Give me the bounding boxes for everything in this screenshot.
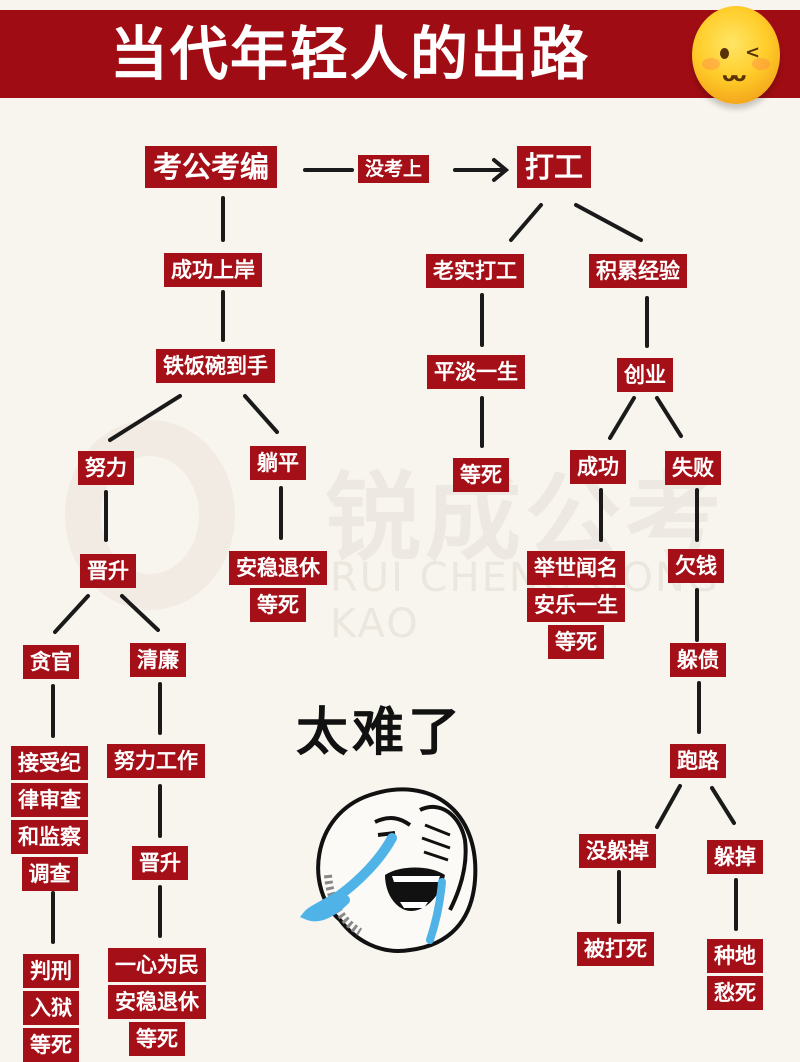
node-promotion-2: 晋升 [132, 846, 188, 880]
edge-label-failed-exam: 没考上 [358, 155, 430, 183]
watermark-subtext: RUI CHENG GONG KAO [330, 555, 720, 647]
node-root-civil-exam: 考公考编 [145, 146, 278, 188]
node-gain-experience: 积累经验 [589, 254, 687, 288]
node-work-diligently: 努力工作 [107, 744, 205, 778]
node-promotion: 晋升 [80, 554, 136, 588]
node-run-away: 跑路 [670, 744, 726, 778]
node-stable-retire: 安稳退休 [229, 551, 327, 585]
node-lie-flat: 躺平 [250, 446, 306, 480]
node-investigation-line3: 和监察 [11, 820, 88, 854]
node-investigation-line2: 律审查 [11, 783, 88, 817]
node-imprisoned: 入狱 [23, 991, 79, 1025]
node-success: 成功 [570, 450, 626, 484]
node-work-hard: 努力 [78, 451, 134, 485]
corrupt-investigation: 接受纪 律审查 和监察 调查 [11, 746, 88, 891]
node-comfortable-life: 安乐一生 [527, 588, 625, 622]
node-pass-exam: 成功上岸 [164, 253, 262, 287]
node-investigation-line4: 调查 [21, 857, 78, 891]
node-not-escaped: 没躲掉 [579, 834, 656, 868]
wink-emoji-icon: <ᴗᴗ [692, 6, 780, 104]
meme-caption: 太难了 [296, 703, 465, 763]
node-work: 打工 [517, 146, 592, 188]
node-corrupt-official: 贪官 [23, 645, 79, 679]
node-honest-official: 清廉 [130, 643, 186, 677]
node-failure: 失败 [665, 451, 721, 485]
crying-laughing-meme-icon [300, 787, 478, 953]
page-title: 当代年轻人的出路 [109, 20, 590, 88]
node-wait-die: 等死 [453, 458, 509, 492]
node-hide-from-debt: 躲债 [670, 643, 726, 677]
node-wait-die: 等死 [129, 1022, 185, 1056]
node-plain-life: 平淡一生 [427, 355, 525, 389]
node-honest-job: 老实打工 [426, 254, 524, 288]
watermark-text: 锐成公考 [325, 461, 725, 574]
node-startup: 创业 [617, 358, 673, 392]
node-serve-people: 一心为民 [108, 948, 206, 982]
escaped-outcome: 种地 愁死 [707, 939, 763, 1010]
node-farming: 种地 [707, 939, 763, 973]
node-escaped: 躲掉 [707, 840, 763, 874]
node-wait-die: 等死 [23, 1028, 79, 1062]
node-investigation-line1: 接受纪 [11, 746, 88, 780]
honest-outcome: 一心为民 安稳退休 等死 [108, 948, 206, 1056]
success-outcome: 举世闻名 安乐一生 等死 [527, 551, 625, 659]
node-wait-die: 等死 [250, 588, 306, 622]
node-stable-retire-2: 安稳退休 [108, 985, 206, 1019]
title-banner [0, 10, 800, 98]
node-wait-die: 等死 [548, 625, 604, 659]
node-beaten-to-death: 被打死 [577, 932, 654, 966]
node-in-debt: 欠钱 [668, 549, 724, 583]
corrupt-outcome: 判刑 入狱 等死 [23, 954, 79, 1062]
node-worry-die: 愁死 [707, 976, 763, 1010]
node-sentenced: 判刑 [23, 954, 79, 988]
node-world-famous: 举世闻名 [527, 551, 625, 585]
lie-flat-outcome: 安稳退休 等死 [229, 551, 327, 622]
node-iron-rice-bowl: 铁饭碗到手 [156, 349, 275, 383]
